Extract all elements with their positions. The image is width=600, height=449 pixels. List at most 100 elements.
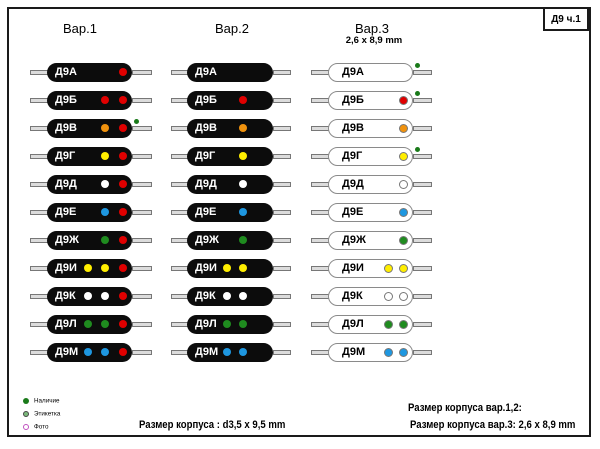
sheet-title-box: Д9 ч.1 <box>543 7 589 31</box>
right-lead <box>273 181 291 187</box>
marking-dot-green <box>83 320 92 328</box>
marking-dot-green <box>398 319 408 329</box>
diode-body: Д9Д <box>328 174 413 194</box>
diode-label: Д9Е <box>342 205 364 218</box>
right-lead <box>273 153 291 159</box>
marking-dot-white <box>101 292 109 300</box>
diode-body: Д9В <box>187 118 273 138</box>
legend-item: Фото <box>23 422 55 431</box>
diode-label: Д9Б <box>342 93 364 106</box>
marking-dot-blue <box>83 348 92 356</box>
right-lead <box>413 237 432 243</box>
marking-dot-red <box>118 68 127 76</box>
marking-dot-white <box>101 180 109 188</box>
marking-dot-green <box>239 320 247 328</box>
diode-body: Д9Е <box>47 202 132 222</box>
marking-dot-red <box>118 292 127 300</box>
diode-label: Д9И <box>342 261 364 274</box>
marking-dot-blue <box>239 348 247 356</box>
diode-body: Д9В <box>47 118 132 138</box>
marking-dot-yellow <box>101 152 109 160</box>
marking-dot-white <box>398 179 408 189</box>
marking-dot-green <box>222 320 231 328</box>
diode-body: Д9Г <box>47 146 132 166</box>
diode-body: Д9Б <box>328 90 413 110</box>
diode-label: Д9В <box>342 121 364 134</box>
marking-dot-green <box>101 320 109 328</box>
right-lead <box>413 349 432 355</box>
diode-body: Д9Л <box>328 314 413 334</box>
right-lead <box>132 181 152 187</box>
diode-body: Д9Б <box>47 90 132 110</box>
marking-dot-red <box>118 152 127 160</box>
footer-body-size: Размер корпуса : d3,5 x 9,5 mm <box>139 419 286 431</box>
diode-label: Д9К <box>195 289 216 302</box>
marking-dot-red <box>118 236 127 244</box>
diode-label: Д9Д <box>342 177 364 190</box>
diode-label: Д9М <box>55 345 79 358</box>
marking-dot-orange <box>239 124 247 132</box>
sheet-title: Д9 ч.1 <box>551 13 581 25</box>
legend-ring-magenta-icon <box>23 423 29 430</box>
diode-label: Д9Л <box>195 317 217 330</box>
legend-label: Этикетка <box>34 409 61 417</box>
diode-label: Д9М <box>195 345 219 358</box>
right-lead <box>273 209 291 215</box>
diode-body: Д9К <box>328 286 413 306</box>
marking-dot-white <box>222 292 231 300</box>
right-lead <box>132 153 152 159</box>
marking-dot-blue <box>239 208 247 216</box>
diode-label: Д9В <box>55 121 77 134</box>
column-header-var1: Вар.1 <box>63 21 97 36</box>
right-lead <box>132 265 152 271</box>
diode-label: Д9Б <box>195 93 217 106</box>
right-lead <box>413 181 432 187</box>
column-header-var2: Вар.2 <box>215 21 249 36</box>
diode-body: Д9В <box>328 118 413 138</box>
marking-dot-green <box>398 235 408 245</box>
right-lead <box>273 293 291 299</box>
diode-label: Д9Л <box>342 317 364 330</box>
diode-body: Д9Д <box>187 174 273 194</box>
marking-dot-yellow <box>101 264 109 272</box>
marking-dot-blue <box>398 347 408 357</box>
diode-label: Д9Ж <box>55 233 79 246</box>
right-lead <box>273 237 291 243</box>
diode-body: Д9Ж <box>47 230 132 250</box>
marking-dot-white <box>398 291 408 301</box>
marking-dot-yellow <box>239 264 247 272</box>
marking-dot-red <box>118 208 127 216</box>
diode-label: Д9Ж <box>342 233 366 246</box>
marking-dot-green <box>383 319 393 329</box>
footer-size-var12: Размер корпуса вар.1,2: <box>408 402 522 414</box>
diode-body: Д9А <box>328 62 413 82</box>
diode-label: Д9Д <box>195 177 217 190</box>
marking-dot-red <box>398 95 408 105</box>
diode-label: Д9Д <box>55 177 77 190</box>
diode-body: Д9А <box>47 62 132 82</box>
right-lead <box>132 293 152 299</box>
right-lead <box>132 69 152 75</box>
marking-dot-blue <box>398 207 408 217</box>
diode-label: Д9Г <box>342 149 363 162</box>
right-lead <box>273 125 291 131</box>
diode-label: Д9Г <box>55 149 76 162</box>
diode-body: Д9Г <box>187 146 273 166</box>
diode-body: Д9Б <box>187 90 273 110</box>
marking-dot-green <box>239 236 247 244</box>
diode-body: Д9Ж <box>328 230 413 250</box>
diode-body: Д9Ж <box>187 230 273 250</box>
right-lead <box>273 349 291 355</box>
availability-dot <box>414 91 420 96</box>
marking-dot-white <box>83 292 92 300</box>
diode-body: Д9А <box>187 62 273 82</box>
right-lead <box>132 321 152 327</box>
diode-body: Д9Г <box>328 146 413 166</box>
diode-label: Д9Ж <box>195 233 219 246</box>
diode-body: Д9И <box>328 258 413 278</box>
availability-dot <box>414 63 420 68</box>
diode-label: Д9Е <box>195 205 217 218</box>
marking-dot-yellow <box>383 263 393 273</box>
right-lead <box>273 97 291 103</box>
right-lead <box>273 265 291 271</box>
